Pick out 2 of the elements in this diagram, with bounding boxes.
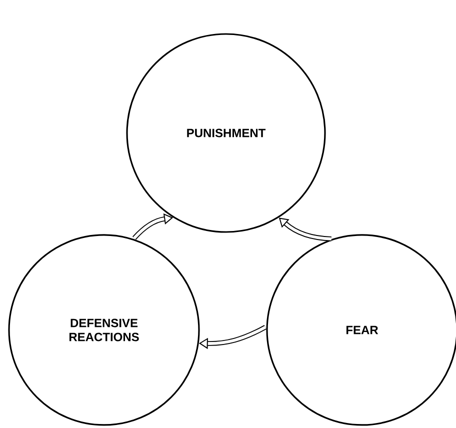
circle-node: DEFENSIVE REACTIONS: [8, 234, 200, 426]
circle-node: PUNISHMENT: [126, 33, 326, 233]
